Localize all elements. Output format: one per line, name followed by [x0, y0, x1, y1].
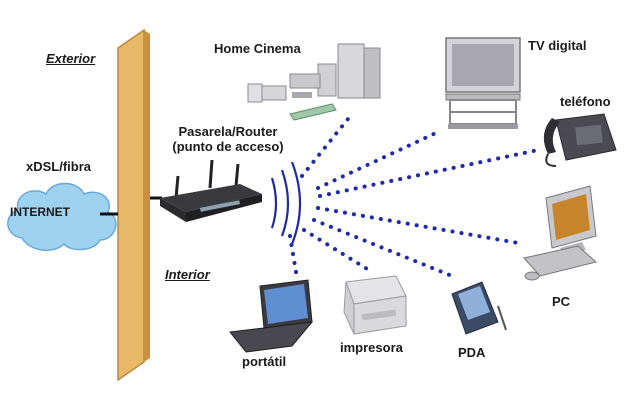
link-printer: [302, 228, 374, 274]
link-home-cinema: [300, 112, 354, 178]
printer-icon: [343, 275, 407, 335]
pc-icon: [523, 185, 598, 281]
printer-label: impresora: [340, 340, 403, 355]
link-pc: [316, 206, 526, 246]
link-laptop: [288, 234, 298, 274]
link-pda: [312, 218, 454, 278]
tv-label: TV digital: [528, 38, 587, 53]
tv-icon: [445, 37, 521, 129]
wireless-links: [288, 112, 540, 278]
home-cinema-icon: [247, 43, 381, 121]
router-label: Pasarela/Router (punto de acceso): [158, 124, 298, 155]
router-label-line1: Pasarela/Router: [178, 124, 278, 139]
wan-link-label: xDSL/fibra: [26, 159, 92, 174]
wall: [117, 28, 150, 382]
link-tv: [316, 130, 440, 190]
laptop-label: portátil: [242, 354, 287, 369]
laptop-icon: [229, 279, 314, 353]
radio-waves-icon: [270, 161, 302, 245]
interior-label: Interior: [165, 267, 210, 282]
pda-label: PDA: [458, 345, 486, 360]
pda-icon: [451, 281, 507, 335]
phone-label: teléfono: [560, 94, 611, 109]
internet-label: INTERNET: [10, 205, 70, 219]
router-label-line2: (punto de acceso): [172, 138, 284, 154]
exterior-label: Exterior: [46, 51, 96, 66]
home-cinema-label: Home Cinema: [214, 41, 301, 56]
link-phone: [318, 148, 540, 198]
cloud-icon: [7, 182, 117, 251]
router-icon: [160, 159, 262, 222]
phone-icon: [543, 113, 617, 167]
pc-label: PC: [552, 294, 571, 309]
